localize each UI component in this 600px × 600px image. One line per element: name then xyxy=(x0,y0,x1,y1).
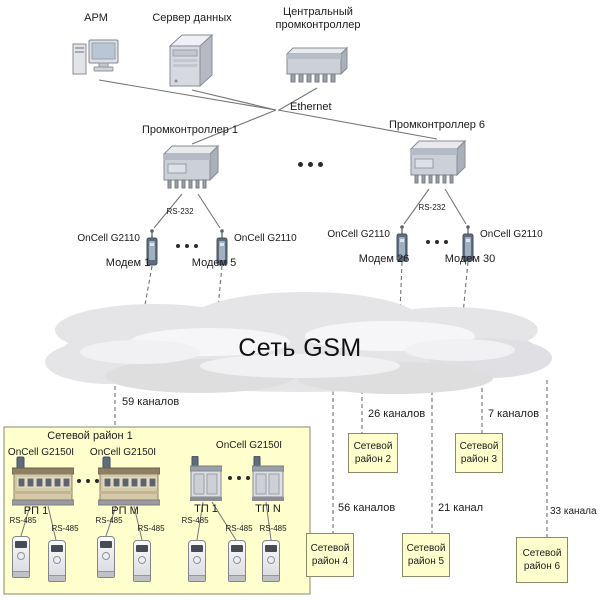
central-controller-icon xyxy=(283,44,351,93)
rp1-building-icon xyxy=(11,456,75,511)
region5-label: Сетевой район 5 xyxy=(406,543,446,567)
channel-21-label: 21 канал xyxy=(438,502,484,514)
region4-box: Сетевой район 4 xyxy=(306,533,354,577)
modem26-label: Модем 26 xyxy=(358,253,410,265)
region3-box: Сетевой район 3 xyxy=(455,433,503,473)
controller1-icon xyxy=(158,142,222,201)
modem26-icon xyxy=(394,224,410,269)
rs232-lines xyxy=(153,188,467,229)
tpn-label: ТП N xyxy=(255,503,281,515)
oncell-g2110-label-4: OnCell G2110 xyxy=(480,229,543,240)
region2-box: Сетевой район 2 xyxy=(348,433,398,473)
channel-7-label: 7 каналов xyxy=(488,408,540,420)
gsm-cloud-label: Сеть GSM xyxy=(238,334,362,362)
region1-title: Сетевой район 1 xyxy=(47,430,133,442)
rpm-building-icon xyxy=(97,456,161,511)
rpm-label: РП М xyxy=(111,505,139,517)
region2-label: Сетевой район 2 xyxy=(353,441,393,465)
oncell-g2110-label-2: OnCell G2110 xyxy=(234,233,297,244)
ellipsis-dots xyxy=(298,162,323,167)
rs485-label-3: RS-485 xyxy=(95,516,123,525)
rs485-label-2: RS-485 xyxy=(51,524,79,533)
modem5-label: Модем 5 xyxy=(191,257,237,269)
oncell-g2110-label-3: OnCell G2110 xyxy=(327,229,390,240)
controller1-label: Промконтроллер 1 xyxy=(141,124,239,136)
modem30-label: Модем 30 xyxy=(444,253,496,265)
ellipsis-dots xyxy=(77,479,99,483)
meter-icon xyxy=(262,540,280,582)
controller6-label: Промконтроллер 6 xyxy=(388,119,486,131)
rs485-label-4: RS-485 xyxy=(137,524,165,533)
meter-icon xyxy=(48,540,66,582)
tpn-kiosk-icon xyxy=(251,455,285,507)
arm-label: АРМ xyxy=(84,12,108,24)
meter-icon xyxy=(12,536,30,578)
channel-59-label: 59 каналов xyxy=(122,396,180,408)
modem30-icon xyxy=(460,224,476,269)
central-controller-label: Центральный промконтроллер xyxy=(275,6,361,31)
ellipsis-dots xyxy=(426,240,448,244)
channel-56-label: 56 каналов xyxy=(338,502,396,514)
region6-label: Сетевой район 6 xyxy=(522,548,562,572)
rs232-label-right: RS-232 xyxy=(418,203,446,212)
ellipsis-dots xyxy=(228,476,250,480)
modem1-label: Модем 1 xyxy=(105,257,151,269)
tp1-label: ТП 1 xyxy=(194,503,218,515)
server-label: Сервер данных xyxy=(152,12,232,24)
ellipsis-dots xyxy=(176,244,198,248)
oncell-g2150i-label-3: OnCell G2150I xyxy=(215,440,283,451)
ethernet-lines xyxy=(98,79,438,145)
rp1-label: РП 1 xyxy=(23,505,49,517)
rs485-label-5: RS-485 xyxy=(181,516,209,525)
rs232-label-left: RS-232 xyxy=(166,207,194,216)
rs485-lines xyxy=(20,501,272,541)
tp1-kiosk-icon xyxy=(189,455,223,507)
meter-icon xyxy=(133,540,151,582)
oncell-g2110-label-1: OnCell G2110 xyxy=(77,233,140,244)
channel-26-label: 26 каналов xyxy=(368,408,426,420)
controller6-icon xyxy=(405,137,469,196)
region5-box: Сетевой район 5 xyxy=(402,533,450,577)
rs485-label-6: RS-485 xyxy=(225,524,253,533)
modem1-icon xyxy=(144,228,160,273)
meter-icon xyxy=(97,536,115,578)
region6-box: Сетевой район 6 xyxy=(516,537,568,583)
region3-label: Сетевой район 3 xyxy=(459,441,499,465)
data-server-icon xyxy=(164,32,216,95)
oncell-g2150i-label-1: OnCell G2150I xyxy=(7,447,75,458)
rs485-label-1: RS-485 xyxy=(9,516,37,525)
workstation-icon xyxy=(72,34,120,85)
channel-33-label: 33 канала xyxy=(550,506,597,517)
region4-label: Сетевой район 4 xyxy=(310,543,350,567)
gsm-cloud xyxy=(45,292,552,394)
meter-icon xyxy=(228,540,246,582)
meter-icon xyxy=(188,540,206,582)
ethernet-label: Ethernet xyxy=(290,101,332,113)
modem5-icon xyxy=(214,228,230,273)
rs485-label-7: RS-485 xyxy=(259,524,287,533)
oncell-g2150i-label-2: OnCell G2150I xyxy=(89,447,157,458)
